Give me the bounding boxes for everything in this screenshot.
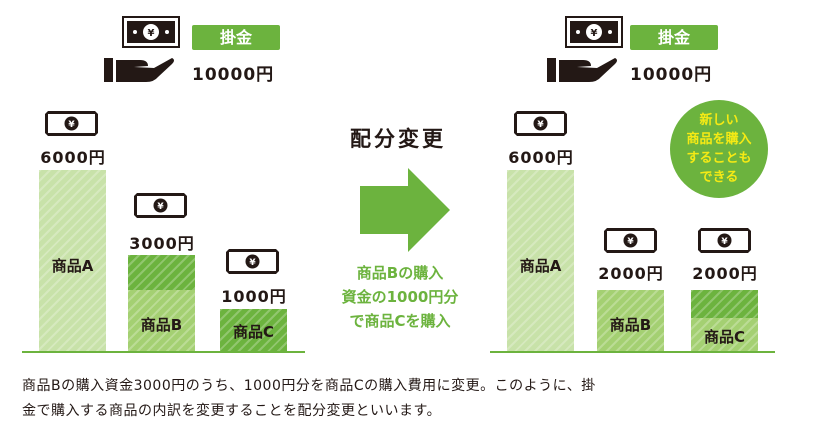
arrow-note-line: 商品Bの購入 [356,264,444,282]
svg-text:¥: ¥ [148,28,155,39]
hand-icon [104,58,174,82]
bar-product-b: 商品B [597,290,664,351]
bar-product-c-added-portion [691,290,758,318]
svg-text:¥: ¥ [591,28,598,39]
arrow-note-line: 資金の1000円分 [341,288,459,306]
note-bubble: 新しい 商品を購入 することも できる [670,100,768,198]
banknote-icon: ¥ [698,228,751,253]
svg-text:¥: ¥ [68,120,75,130]
bar-label: 商品C [703,328,745,346]
bar-label: 商品A [519,257,562,275]
banknote-icon: ¥ [226,249,279,274]
banknote-icon: ¥ [565,16,623,48]
banknote-icon: ¥ [122,16,180,48]
contribution-amount: 10000円 [192,65,275,85]
svg-text:¥: ¥ [721,237,728,247]
bar-label: 商品A [51,257,94,275]
hand-icon [547,58,617,82]
svg-text:¥: ¥ [157,202,164,212]
banknote-icon: ¥ [514,111,567,136]
arrow-note-line: で商品Cを購入 [349,312,451,330]
bar-label: 商品B [609,316,652,334]
bubble-line: 新しい [699,113,739,128]
banknote-icon: ¥ [604,228,657,253]
bubble-line: 商品を購入 [686,132,752,147]
amount-label: 6000円 [40,148,106,167]
bar-product-b-moved-portion [128,255,195,290]
banknote-icon: ¥ [45,111,98,136]
bar-product-c: 商品C [220,309,287,351]
baseline [22,351,305,353]
caption-line: 金で購入する商品の内訳を変更することを配分変更といいます。 [22,403,442,419]
amount-label: 3000円 [129,234,195,253]
bar-label: 商品B [140,316,183,334]
baseline [490,351,775,353]
banknote-icon: ¥ [134,193,187,218]
amount-label: 2000円 [692,264,758,283]
diagram-title: 配分変更 [350,127,446,151]
contribution-badge: 掛金 [630,25,718,50]
contribution-badge: 掛金 [192,25,280,50]
bar-product-a: 商品A [507,170,574,351]
svg-text:¥: ¥ [627,237,634,247]
amount-label: 1000円 [221,287,287,306]
right-arrow-icon [360,168,450,252]
svg-text:¥: ¥ [537,120,544,130]
bubble-line: することも [686,151,752,166]
amount-label: 6000円 [508,148,574,167]
contribution-amount: 10000円 [630,65,713,85]
bubble-line: できる [699,170,739,185]
svg-text:¥: ¥ [249,258,256,268]
bar-product-c: 商品C [691,318,758,351]
bar-product-b: 商品B [128,290,195,351]
bar-product-a: 商品A [39,170,106,351]
arrow-note: 商品Bの購入 資金の1000円分 で商品Cを購入 [320,261,480,333]
bar-label: 商品C [232,323,274,341]
caption-line: 商品Bの購入資金3000円のうち、1000円分を商品Cの購入費用に変更。このよう… [22,378,596,394]
amount-label: 2000円 [598,264,664,283]
